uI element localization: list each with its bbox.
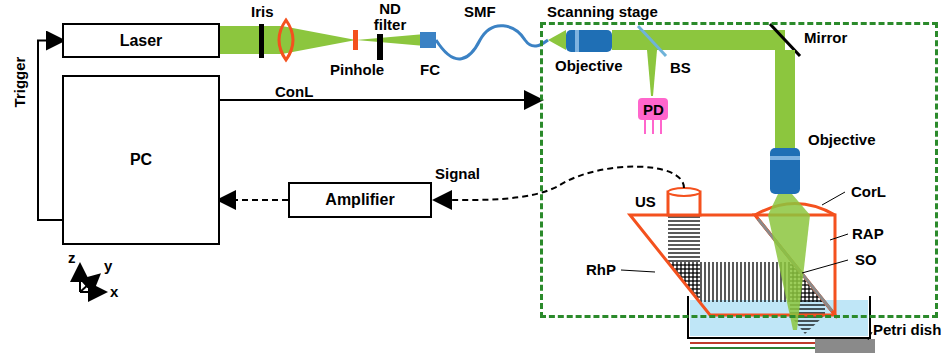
device-box: Laser (62, 23, 220, 58)
part-label: ND filter (367, 1, 413, 33)
box-label: Amplifier (325, 191, 394, 209)
part-label: Pinhole (330, 62, 384, 78)
part-label: Signal (435, 166, 480, 182)
part-label: FC (420, 62, 440, 78)
device-box: PC (62, 75, 220, 245)
part-label: z (68, 250, 76, 266)
edge-label: Trigger (12, 57, 28, 108)
part-label: ConL (275, 84, 313, 100)
part-label: PD (643, 102, 664, 118)
part-label: US (635, 194, 656, 210)
part-label: RAP (852, 226, 884, 242)
part-label: CorL (851, 184, 886, 200)
region-heading: Scanning stage (547, 3, 658, 20)
box-label: PC (130, 151, 152, 169)
part-label: Iris (251, 4, 274, 20)
connector (220, 99, 540, 101)
part-label: SMF (464, 4, 496, 20)
part-label: Petri dish (873, 322, 941, 338)
part-label: SO (855, 252, 877, 268)
box-label: Laser (120, 32, 163, 50)
part-label: y (104, 258, 112, 274)
part-label: x (110, 284, 118, 300)
part-label: RhP (586, 262, 616, 278)
connector (38, 41, 62, 221)
part-label: Objective (555, 58, 623, 74)
part-label: Mirror (804, 30, 847, 46)
part-label: BS (670, 60, 691, 76)
device-box: Amplifier (288, 182, 432, 218)
part-label: Objective (808, 132, 876, 148)
connector (220, 199, 288, 201)
